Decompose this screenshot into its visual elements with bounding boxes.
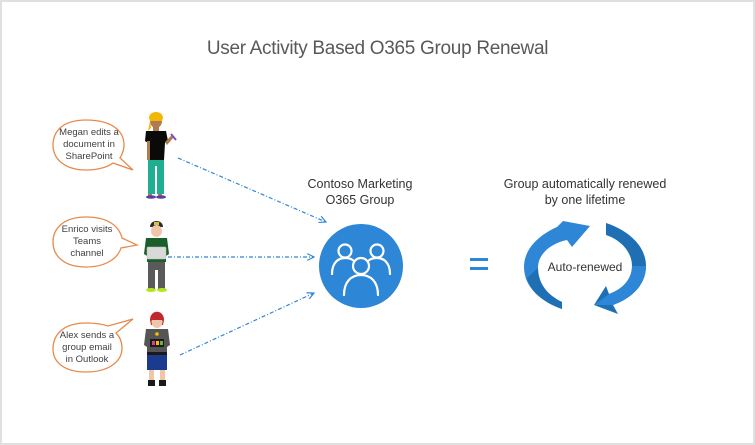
result-label-line: by one lifetime bbox=[544, 193, 626, 207]
person-enrico-illustration bbox=[144, 221, 169, 292]
bubble-line: document in bbox=[63, 139, 115, 150]
group-label-line: O365 Group bbox=[325, 193, 395, 207]
connector-arrow-alex bbox=[179, 293, 314, 356]
group-circle bbox=[319, 224, 403, 308]
group-label-line: Contoso Marketing bbox=[307, 177, 413, 191]
bubble-line: group email bbox=[62, 342, 112, 353]
bubble-line: Megan edits a bbox=[59, 127, 119, 138]
bubble-text-enrico: Enrico visits Teams channel bbox=[55, 224, 119, 260]
people-group-icon bbox=[330, 243, 392, 297]
refresh-cycle-icon bbox=[524, 221, 646, 314]
result-label: Group automatically renewed by one lifet… bbox=[500, 176, 670, 208]
bubble-line: Enrico visits bbox=[61, 224, 113, 235]
auto-renewed-label: Auto-renewed bbox=[547, 260, 623, 274]
speech-bubble-enrico bbox=[52, 216, 140, 268]
diagram-title: User Activity Based O365 Group Renewal bbox=[206, 38, 549, 59]
equals-sign bbox=[470, 256, 488, 270]
speech-bubble-megan bbox=[52, 119, 134, 171]
speech-bubble-alex bbox=[52, 318, 134, 373]
person-alex-illustration bbox=[144, 311, 170, 386]
bubble-text-alex: Alex sends a group email in Outlook bbox=[55, 330, 119, 366]
bubble-line: Alex sends a bbox=[59, 330, 115, 341]
bubble-line: Teams bbox=[73, 236, 101, 247]
bubble-line: in Outlook bbox=[65, 354, 109, 365]
bubble-text-megan: Megan edits a document in SharePoint bbox=[57, 127, 121, 163]
bubble-line: SharePoint bbox=[65, 151, 113, 162]
person-megan-illustration bbox=[145, 112, 177, 199]
result-label-line: Group automatically renewed bbox=[503, 177, 667, 191]
group-label: Contoso Marketing O365 Group bbox=[290, 176, 430, 208]
bubble-line: channel bbox=[70, 248, 104, 259]
